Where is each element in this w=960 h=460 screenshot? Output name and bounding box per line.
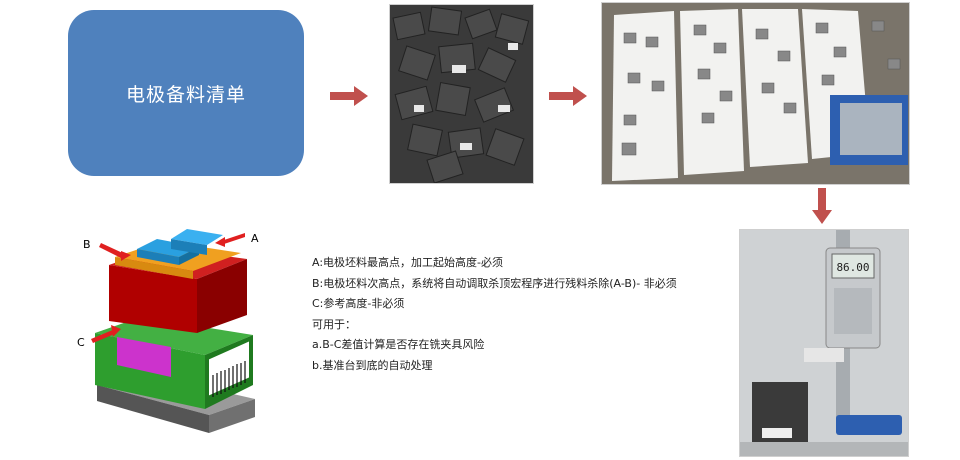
electrode-material-list-box: 电极备料清单 xyxy=(68,10,304,176)
electrode-material-list-label: 电极备料清单 xyxy=(125,83,246,106)
gauge-reading: 86.00 xyxy=(836,261,869,274)
label-b: B xyxy=(83,238,91,251)
note-a: A:电极坯料最高点，加工起始高度-必须 xyxy=(312,256,504,269)
note-c: C:参考高度-非必须 xyxy=(312,297,405,310)
barcode-label xyxy=(212,361,246,397)
height-gauge-photo: 86.00 xyxy=(739,229,909,457)
flow-arrow-1 xyxy=(330,86,368,106)
note-usage-a: a.B-C差值计算是否存在铣夹具风险 xyxy=(312,338,485,351)
notes-block: A:电极坯料最高点，加工起始高度-必须 B:电极坯料次高点，系统将自动调取杀顶宏… xyxy=(312,253,732,376)
label-c: C xyxy=(77,336,85,349)
flow-arrow-down xyxy=(812,188,832,224)
label-a: A xyxy=(251,232,259,245)
sorted-blocks-photo xyxy=(601,2,910,185)
note-usage-heading: 可用于： xyxy=(312,317,356,331)
electrode-block-diagram: B A C xyxy=(75,225,275,437)
flow-arrow-2 xyxy=(549,86,587,106)
note-b: B:电极坯料次高点，系统将自动调取杀顶宏程序进行残料杀除(A-B)- 非必须 xyxy=(312,276,677,290)
note-usage-b: b.基准台到底的自动处理 xyxy=(312,358,433,372)
graphite-blocks-photo xyxy=(389,4,534,184)
